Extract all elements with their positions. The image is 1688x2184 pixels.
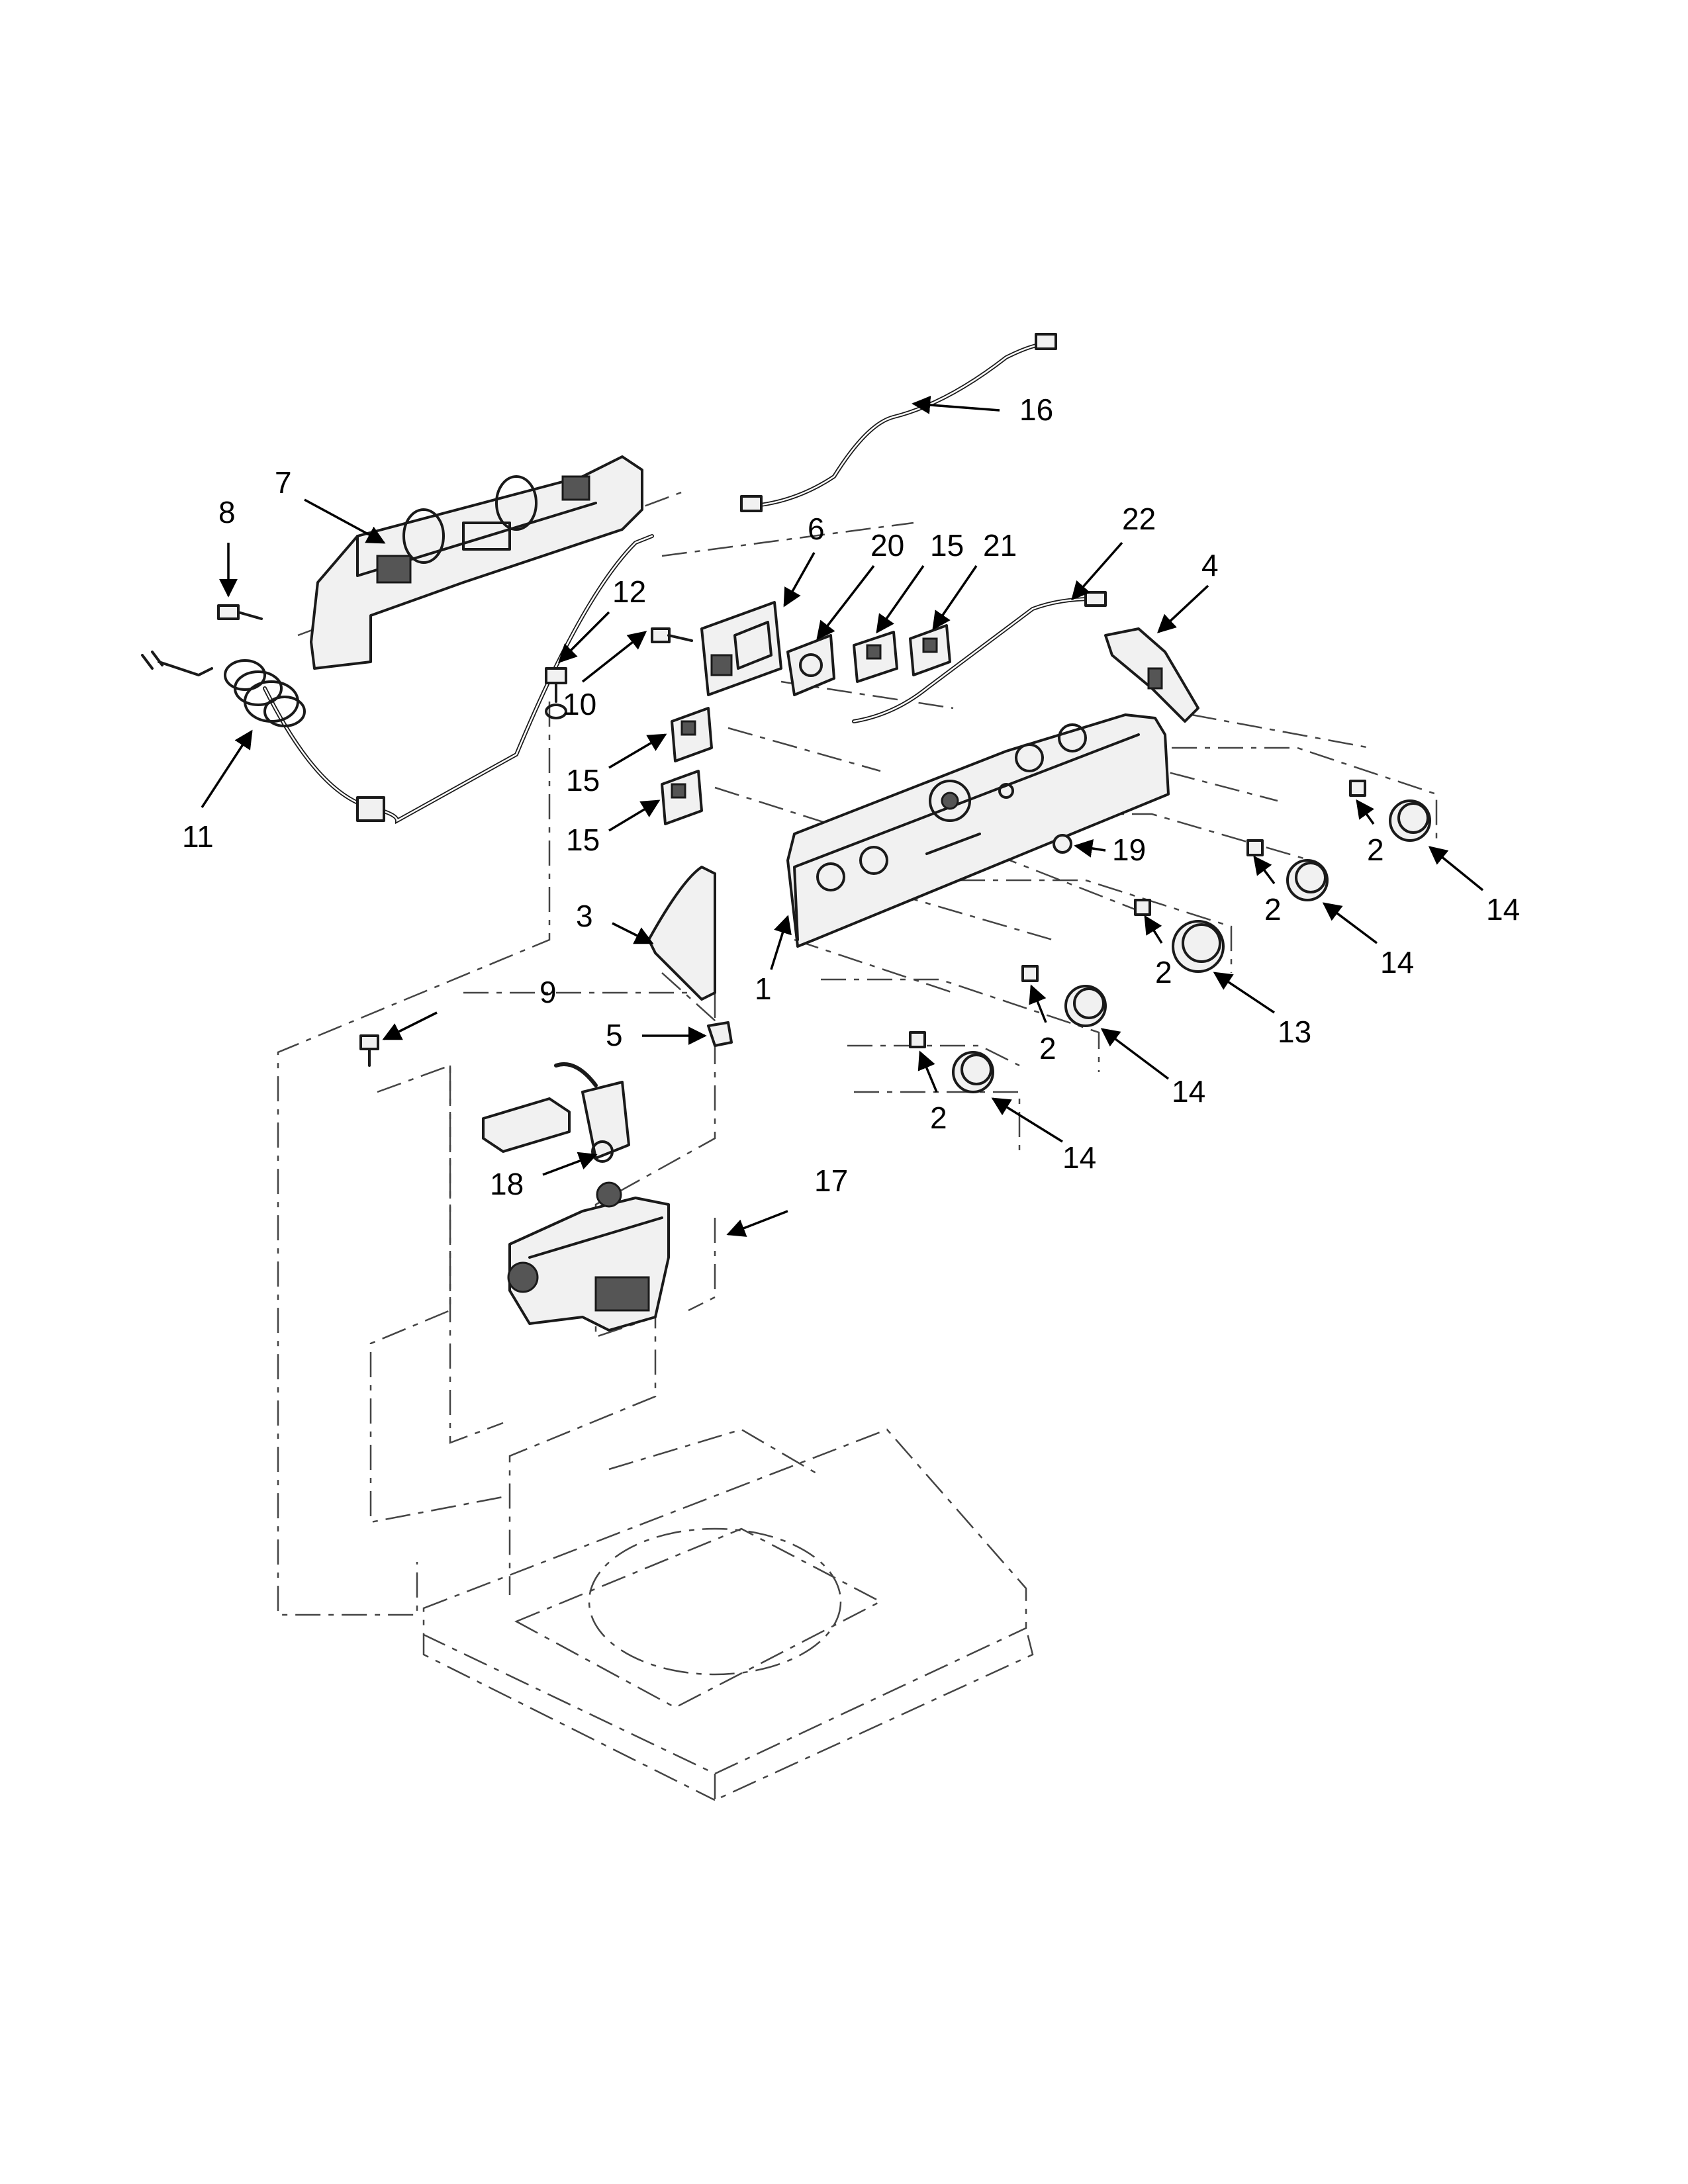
button-19 <box>1053 834 1072 854</box>
callout-20: 20 <box>870 528 904 563</box>
callout-14-a: 14 <box>1486 892 1520 927</box>
wire-harness-16 <box>740 333 1057 512</box>
callout-16: 16 <box>1019 392 1053 427</box>
screw-9 <box>359 1034 379 1067</box>
callout-2-d: 2 <box>1039 1031 1056 1066</box>
callout-21: 21 <box>983 528 1017 563</box>
callout-11: 11 <box>182 819 214 854</box>
water-valve-18 <box>482 1062 630 1163</box>
dispenser-assembly-17 <box>507 1181 670 1332</box>
callout-2-e: 2 <box>930 1101 947 1135</box>
encoder-20 <box>786 634 835 696</box>
callout-2-b: 2 <box>1264 892 1282 927</box>
switch-21 <box>909 624 951 676</box>
screw-12 <box>545 667 567 719</box>
callout-12: 12 <box>612 574 646 609</box>
control-board <box>700 601 782 696</box>
callout-15-middle: 15 <box>566 763 600 797</box>
screw-10 <box>651 627 693 643</box>
callout-14-c: 14 <box>1172 1074 1205 1109</box>
callout-18: 18 <box>490 1167 524 1201</box>
clip-5 <box>707 1021 733 1047</box>
switch-15-top <box>853 631 898 683</box>
cabinet-top-outline <box>422 1428 1034 1801</box>
power-cord <box>141 534 654 825</box>
rear-console-panel <box>310 455 643 670</box>
callout-3: 3 <box>576 899 593 933</box>
callout-10: 10 <box>563 687 596 721</box>
callout-15-top: 15 <box>930 528 964 563</box>
callout-22: 22 <box>1122 502 1156 536</box>
callout-5: 5 <box>606 1018 623 1052</box>
left-end-cap <box>647 866 716 1001</box>
callout-15-lower: 15 <box>566 823 600 857</box>
callout-1: 1 <box>755 972 772 1006</box>
callout-17: 17 <box>814 1163 848 1198</box>
switch-15-lower <box>661 770 703 825</box>
switch-15-middle <box>671 707 713 762</box>
callout-2-a: 2 <box>1367 833 1384 867</box>
callout-labels: 16 7 8 6 20 15 21 22 4 12 10 11 15 15 19… <box>182 392 1520 1201</box>
callout-4: 4 <box>1201 548 1219 582</box>
callout-6: 6 <box>808 512 825 546</box>
callout-14-b: 14 <box>1380 945 1414 979</box>
right-end-cap <box>1104 627 1199 723</box>
front-console <box>786 713 1170 948</box>
callout-8: 8 <box>218 495 236 529</box>
callout-2-c: 2 <box>1155 955 1172 989</box>
callout-14-d: 14 <box>1062 1140 1096 1175</box>
callout-9: 9 <box>539 975 557 1009</box>
callout-19: 19 <box>1112 833 1146 867</box>
knob-inserts-and-knobs <box>909 780 1431 1093</box>
leader-lines <box>201 395 1484 1237</box>
callout-7: 7 <box>275 465 292 500</box>
screw-8 <box>217 604 263 620</box>
callout-13: 13 <box>1278 1015 1311 1049</box>
